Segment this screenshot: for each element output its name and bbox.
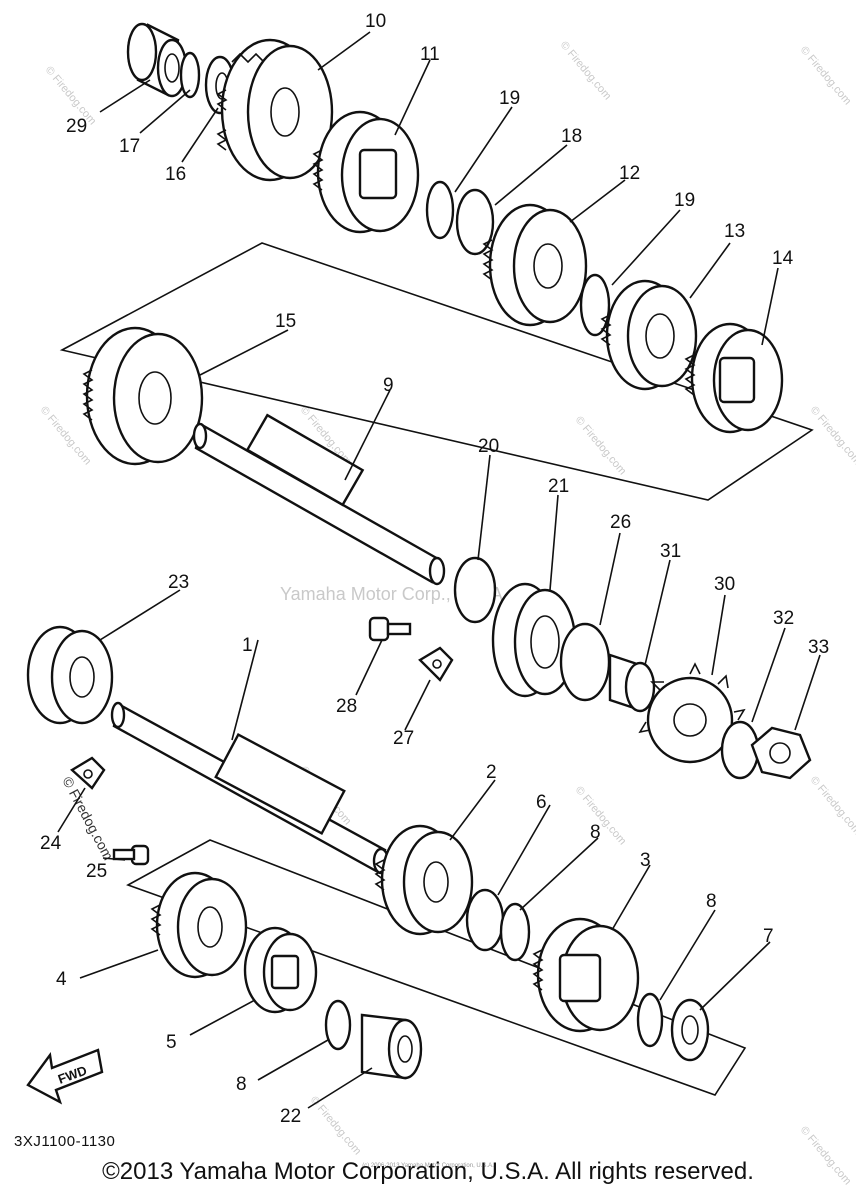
part-label: 10 xyxy=(365,11,386,32)
leader-lines xyxy=(57,31,821,1109)
site-watermark: © Firedog.com xyxy=(808,404,856,467)
part-label: 24 xyxy=(40,833,62,854)
washer-18 xyxy=(455,188,495,256)
bearing-22 xyxy=(360,1013,423,1080)
part-label: 8 xyxy=(590,822,601,843)
part-label: 29 xyxy=(66,116,87,137)
bolt-25 xyxy=(112,844,150,866)
part-label: 8 xyxy=(236,1074,247,1095)
part-label: 22 xyxy=(280,1106,301,1127)
countershaft-9 xyxy=(192,413,446,586)
countershaft-group-box xyxy=(59,242,814,501)
bolt-28 xyxy=(368,616,412,642)
bearing-23 xyxy=(26,625,114,725)
part-label: 12 xyxy=(619,163,640,184)
gear-15 xyxy=(82,326,204,466)
circlip-19b xyxy=(579,273,611,337)
part-label: 7 xyxy=(763,926,774,947)
diagram-code: 3XJ1100-1130 xyxy=(14,1133,116,1150)
part-label: 19 xyxy=(674,190,695,211)
part-label: 16 xyxy=(165,164,186,185)
part-label: 9 xyxy=(383,375,394,396)
gear-11 xyxy=(312,110,420,234)
part-label: 25 xyxy=(86,861,107,882)
sprocket-30 xyxy=(638,662,746,764)
site-watermark: © Firedog.com xyxy=(798,44,854,107)
circlip-8c xyxy=(324,999,352,1051)
gear-14 xyxy=(684,322,784,434)
nut-33 xyxy=(750,726,812,780)
part-label: 30 xyxy=(714,574,735,595)
part-label: 6 xyxy=(536,792,547,813)
part-label: 5 xyxy=(166,1032,177,1053)
circlip-19a xyxy=(425,180,455,240)
part-label: 18 xyxy=(561,126,582,147)
washer-6 xyxy=(465,888,505,952)
part-label: 21 xyxy=(548,476,569,497)
gear-10 xyxy=(216,38,334,182)
site-watermark: © Firedog.com xyxy=(558,39,614,102)
seal-26 xyxy=(559,622,611,702)
part-label: 23 xyxy=(168,572,189,593)
part-label: 3 xyxy=(640,850,651,871)
part-label: 13 xyxy=(724,221,745,242)
part-label: 14 xyxy=(772,248,794,269)
site-watermark: © Firedog.com xyxy=(808,774,856,837)
gear-4 xyxy=(150,871,248,979)
circlip-17 xyxy=(179,51,201,99)
gear-2 xyxy=(374,824,474,936)
mainshaft-group-box xyxy=(126,839,747,1096)
lock-plate-24 xyxy=(69,756,106,790)
gear-13 xyxy=(600,279,698,391)
fwd-arrow: FWD xyxy=(26,1048,104,1105)
part-label: 8 xyxy=(706,891,717,912)
part-label: 2 xyxy=(486,762,497,783)
part-label: 27 xyxy=(393,728,414,749)
collar-31 xyxy=(608,653,656,713)
part-label: 31 xyxy=(660,541,681,562)
washer-7 xyxy=(670,998,710,1062)
part-label: 32 xyxy=(773,608,794,629)
center-watermark: Yamaha Motor Corp., U.S.A. xyxy=(280,584,508,604)
part-label: 11 xyxy=(420,44,440,65)
part-label: 20 xyxy=(478,436,499,457)
part-label: 1 xyxy=(242,635,253,656)
site-watermark: © Firedog.com xyxy=(59,774,116,863)
bearing-21 xyxy=(491,582,577,698)
gear-12 xyxy=(482,203,588,327)
part-label: 26 xyxy=(610,512,631,533)
site-watermark: © Firedog.com xyxy=(573,414,629,477)
bearing-29 xyxy=(126,22,188,98)
part-labels: 1 2 3 4 5 6 7 8 8 8 9 10 11 12 13 14 15 … xyxy=(40,11,829,1127)
lock-plate-27 xyxy=(418,646,454,682)
washer-20 xyxy=(453,556,497,624)
mainshaft-1 xyxy=(110,701,390,875)
part-label: 4 xyxy=(56,969,67,990)
part-label: 15 xyxy=(275,311,296,332)
gear-5 xyxy=(243,926,318,1014)
fine-print: (c) 2006-2013 Yamaha Motor Corporation, … xyxy=(362,1163,494,1169)
circlip-8b xyxy=(636,992,664,1048)
circlip-8a xyxy=(499,902,531,962)
part-label: 17 xyxy=(119,136,140,157)
part-label: 33 xyxy=(808,637,829,658)
part-label: 28 xyxy=(336,696,357,717)
gear-3 xyxy=(532,917,640,1033)
part-label: 19 xyxy=(499,88,520,109)
copyright-footer: ©2013 Yamaha Motor Corporation, U.S.A. A… xyxy=(102,1158,754,1185)
